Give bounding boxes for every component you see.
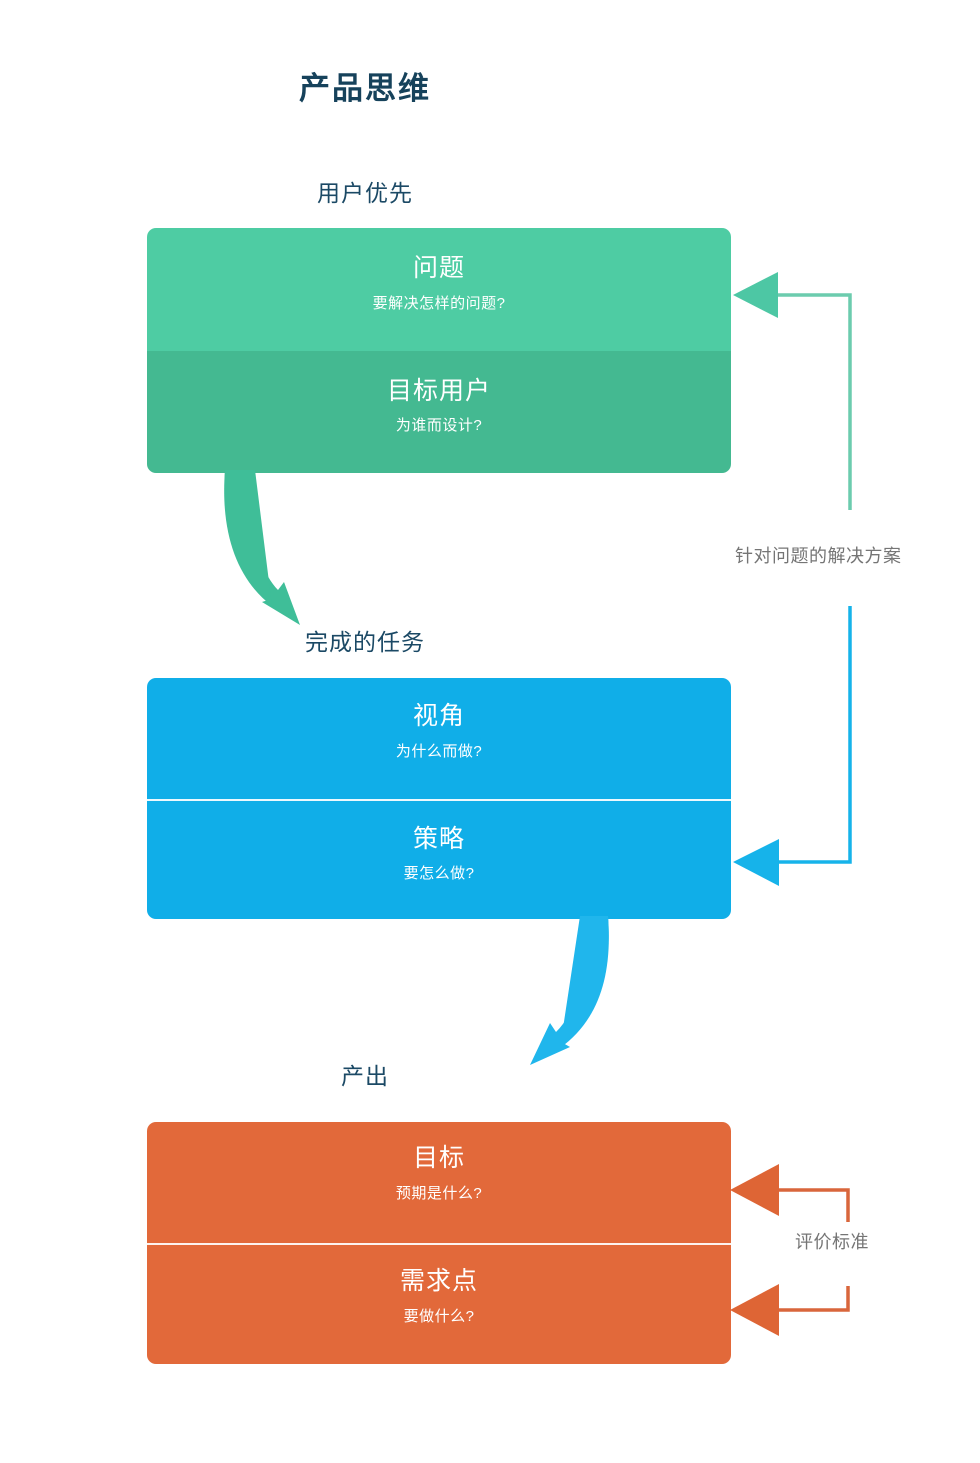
card-perspective-title: 视角 <box>412 702 465 730</box>
card-target-user[interactable]: 目标用户 为谁而设计? <box>147 350 731 473</box>
card-requirement-title: 需求点 <box>399 1267 478 1295</box>
card-target-user-subtitle: 为谁而设计? <box>395 417 483 435</box>
connector-label-criteria: 评价标准 <box>795 1232 869 1252</box>
card-goal-subtitle: 预期是什么? <box>395 1184 483 1202</box>
group-completed-tasks: 视角 为什么而做? 策略 要怎么做? <box>147 678 731 919</box>
card-problem[interactable]: 问题 要解决怎样的问题? <box>147 228 731 351</box>
feedback-arrow-criteria-bottom-icon <box>730 1284 850 1336</box>
feedback-arrow-solution-blue-icon <box>733 606 852 886</box>
card-requirement[interactable]: 需求点 要做什么? <box>147 1243 731 1364</box>
card-perspective-subtitle: 为什么而做? <box>395 742 483 760</box>
card-strategy-title: 策略 <box>412 824 465 853</box>
card-goal-title: 目标 <box>412 1144 465 1172</box>
card-requirement-subtitle: 要做什么? <box>403 1307 475 1325</box>
card-strategy-subtitle: 要怎么做? <box>403 865 475 883</box>
group-output: 目标 预期是什么? 需求点 要做什么? <box>147 1122 731 1364</box>
card-problem-subtitle: 要解决怎样的问题? <box>372 294 506 312</box>
card-strategy[interactable]: 策略 要怎么做? <box>147 798 731 920</box>
section-label-users: 用户优先 <box>317 180 413 206</box>
curved-down-arrow-green-icon <box>224 470 300 625</box>
feedback-arrow-criteria-top-icon <box>730 1164 850 1222</box>
card-problem-title: 问题 <box>412 254 465 282</box>
page-title: 产品思维 <box>299 71 431 106</box>
curved-down-arrow-blue-icon <box>530 916 609 1065</box>
group-user-first: 问题 要解决怎样的问题? 目标用户 为谁而设计? <box>147 228 731 473</box>
section-label-output: 产出 <box>341 1063 389 1089</box>
card-perspective[interactable]: 视角 为什么而做? <box>147 678 731 799</box>
card-target-user-title: 目标用户 <box>386 376 491 405</box>
section-label-tasks: 完成的任务 <box>305 629 425 655</box>
feedback-arrow-solution-green-icon <box>733 272 852 510</box>
card-goal[interactable]: 目标 预期是什么? <box>147 1122 731 1243</box>
connector-label-solution: 针对问题的解决方案 <box>735 546 902 566</box>
